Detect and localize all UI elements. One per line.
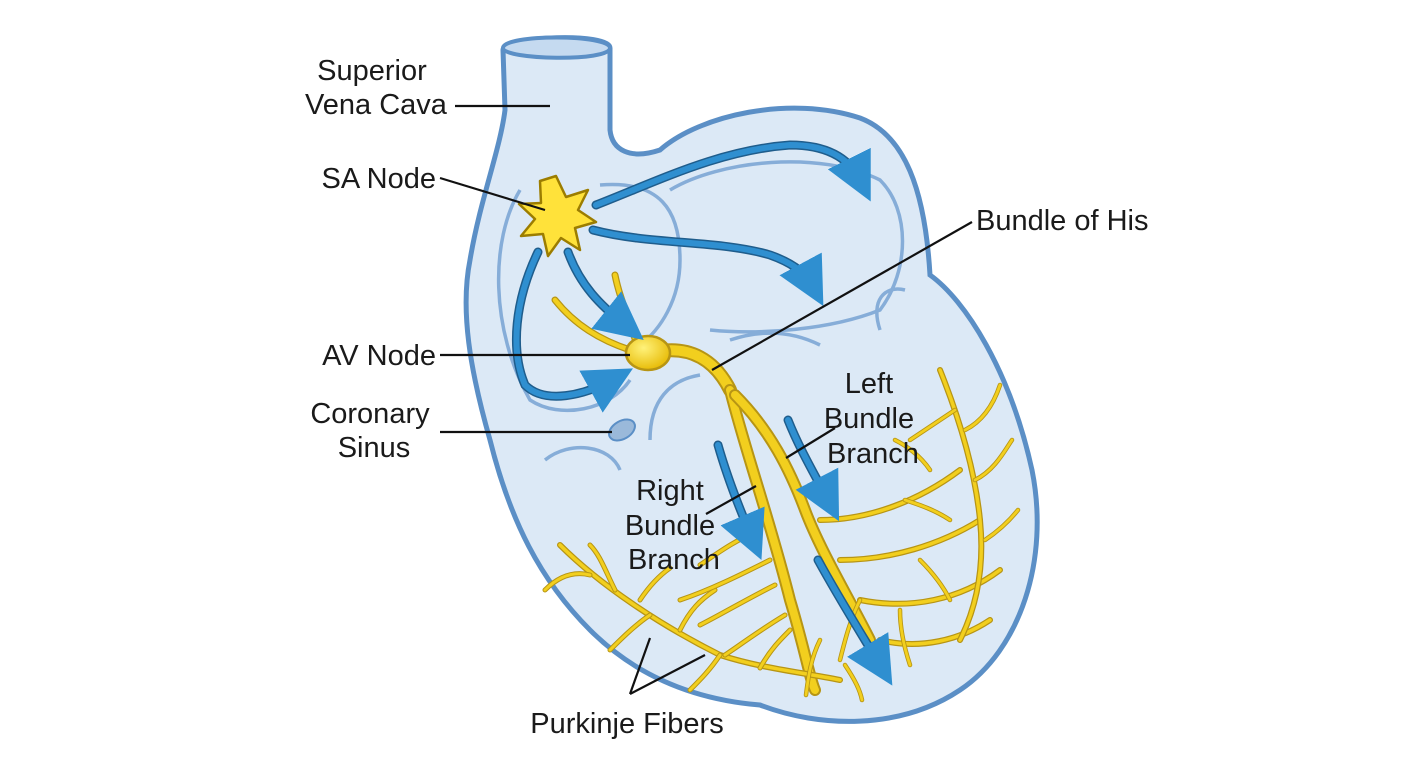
label-sa-node: SA Node	[322, 163, 436, 195]
sa-node-shape	[517, 174, 598, 258]
leader-left-bundle-branch	[785, 427, 836, 459]
svc-opening	[500, 35, 613, 60]
leader-sa-node	[439, 176, 546, 212]
conduction-system	[517, 174, 1021, 703]
signal-arrow	[590, 227, 824, 307]
labels: Superior Vena Cava SA Node AV Node Coron…	[305, 55, 1148, 740]
right-ventricle-outline	[543, 445, 622, 471]
label-superior-vena-cava: Superior Vena Cava	[305, 55, 448, 121]
purkinje-fibers-network	[542, 367, 1021, 703]
left-ventricle-outline	[875, 287, 906, 331]
signal-arrow	[593, 141, 871, 208]
leader-purkinje-fibers-1	[628, 637, 652, 695]
label-purkinje-fibers: Purkinje Fibers	[530, 708, 723, 740]
signal-arrows	[512, 140, 893, 686]
signal-arrow	[815, 557, 893, 686]
label-left-bundle-branch: Left Bundle Branch	[824, 368, 922, 470]
label-coronary-sinus: Coronary Sinus	[310, 398, 437, 464]
heart-outline	[463, 35, 1040, 724]
signal-arrow	[565, 249, 644, 340]
leader-bundle-of-his	[711, 221, 973, 371]
left-atrium-outline	[669, 160, 905, 334]
av-node-shape	[624, 334, 672, 372]
signal-arrow	[513, 249, 633, 413]
label-right-bundle-branch: Right Bundle Branch	[625, 475, 723, 576]
septum-outline	[648, 373, 701, 441]
coronary-sinus-opening	[608, 418, 636, 442]
signal-arrow	[715, 442, 765, 561]
heart	[463, 35, 1040, 724]
leader-right-bundle-branch	[705, 485, 757, 515]
signal-arrow	[785, 417, 840, 522]
leader-purkinje-fibers-2	[629, 654, 706, 695]
leader-lines	[439, 104, 973, 695]
label-av-node: AV Node	[322, 340, 436, 372]
label-bundle-of-his: Bundle of His	[976, 205, 1149, 237]
